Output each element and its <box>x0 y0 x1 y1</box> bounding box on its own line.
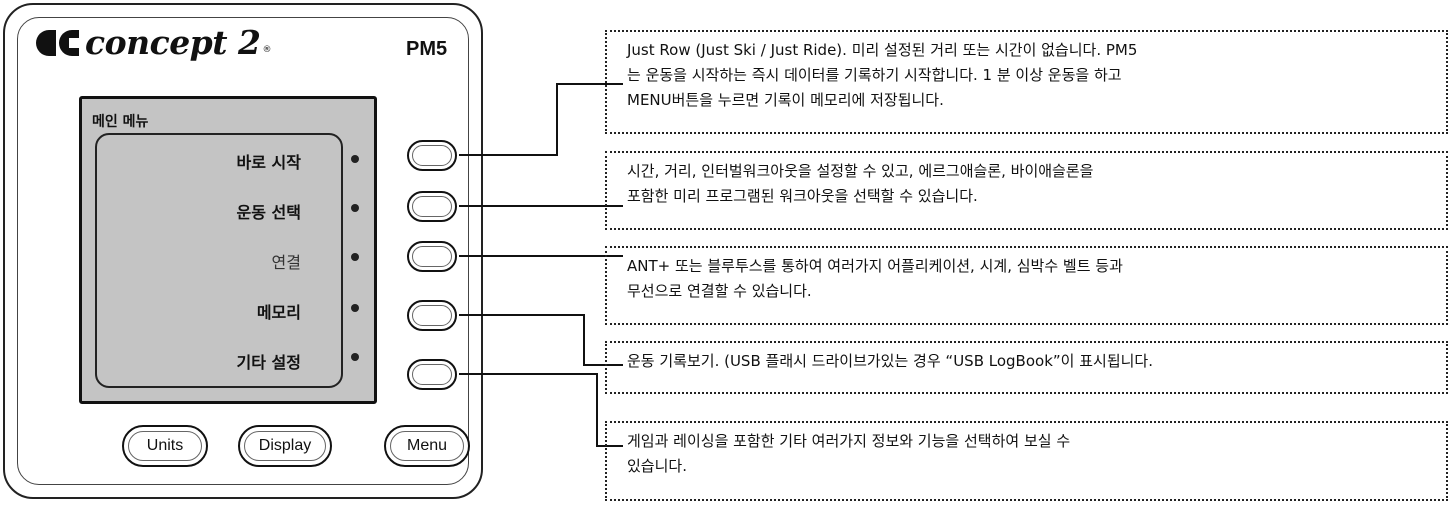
menu-indicator-dot <box>351 304 359 312</box>
menu-indicator-dot <box>351 353 359 361</box>
soft-key-4[interactable] <box>407 300 457 331</box>
connector-line-5 <box>459 373 623 447</box>
callout-line: 무선으로 연결할 수 있습니다. <box>627 282 812 300</box>
callout-line: 운동 기록보기. (USB 플래시 드라이브가있는 경우 “USB LogBoo… <box>627 352 1153 370</box>
connector-line-1 <box>459 83 623 156</box>
monitor-bezel <box>17 17 469 485</box>
callout-just-row: Just Row (Just Ski / Just Ride). 미리 설정된 … <box>605 30 1448 134</box>
concept2-logo: concept 2 ® <box>36 26 271 59</box>
callout-select-workout: 시간, 거리, 인터벌워크아웃을 설정할 수 있고, 에르그애슬론, 바이애슬론… <box>605 151 1448 230</box>
callout-connect: ANT+ 또는 블루투스를 통하여 여러가지 어플리케이션, 시계, 심박수 벨… <box>605 246 1448 325</box>
units-button[interactable]: Units <box>122 425 208 467</box>
connector-line-4 <box>459 314 623 366</box>
units-label: Units <box>146 437 184 454</box>
menu-item-just-row: 바로 시작 <box>236 153 301 172</box>
menu-item-memory: 메모리 <box>256 303 301 322</box>
soft-key-3[interactable] <box>407 241 457 272</box>
display-label: Display <box>258 437 312 454</box>
menu-list: 바로 시작 운동 선택 연결 메모리 기타 설정 <box>95 133 343 388</box>
menu-indicator-dot <box>351 204 359 212</box>
menu-indicator-dot <box>351 155 359 163</box>
menu-item-connect: 연결 <box>271 253 301 272</box>
menu-button[interactable]: Menu <box>384 425 470 467</box>
callout-line: ANT+ 또는 블루투스를 통하여 여러가지 어플리케이션, 시계, 심박수 벨… <box>627 257 1123 275</box>
callout-line: MENU버튼을 누르면 기록이 메모리에 저장됩니다. <box>627 91 944 109</box>
callout-line: 있습니다. <box>627 457 687 475</box>
callout-line: 게임과 레이싱을 포함한 기타 여러가지 정보와 기능을 선택하여 보실 수 <box>627 432 1071 450</box>
callout-line: 는 운동을 시작하는 즉시 데이터를 기록하기 시작합니다. 1 분 이상 운동… <box>627 66 1122 84</box>
logo-registered: ® <box>262 44 272 55</box>
menu-item-more-options: 기타 설정 <box>236 353 301 372</box>
callout-more-options: 게임과 레이싱을 포함한 기타 여러가지 정보와 기능을 선택하여 보실 수 있… <box>605 421 1448 501</box>
soft-key-2[interactable] <box>407 191 457 222</box>
soft-key-1[interactable] <box>407 140 457 171</box>
screen-title: 메인 메뉴 <box>92 114 149 130</box>
callout-line: 시간, 거리, 인터벌워크아웃을 설정할 수 있고, 에르그애슬론, 바이애슬론… <box>627 162 1094 180</box>
logo-text: concept 2 <box>85 23 261 62</box>
menu-indicator-dot <box>351 253 359 261</box>
menu-label: Menu <box>406 437 448 454</box>
display-button[interactable]: Display <box>238 425 332 467</box>
lcd-screen: 메인 메뉴 바로 시작 운동 선택 연결 메모리 기타 설정 <box>79 96 377 404</box>
callout-line: Just Row (Just Ski / Just Ride). 미리 설정된 … <box>627 41 1138 59</box>
concept2-logo-mark <box>36 29 79 56</box>
callout-line: 포함한 미리 프로그램된 워크아웃을 선택할 수 있습니다. <box>627 187 978 205</box>
soft-key-5[interactable] <box>407 359 457 390</box>
callout-memory: 운동 기록보기. (USB 플래시 드라이브가있는 경우 “USB LogBoo… <box>605 341 1448 394</box>
model-label: PM5 <box>406 38 448 60</box>
menu-item-select-workout: 운동 선택 <box>236 203 301 222</box>
